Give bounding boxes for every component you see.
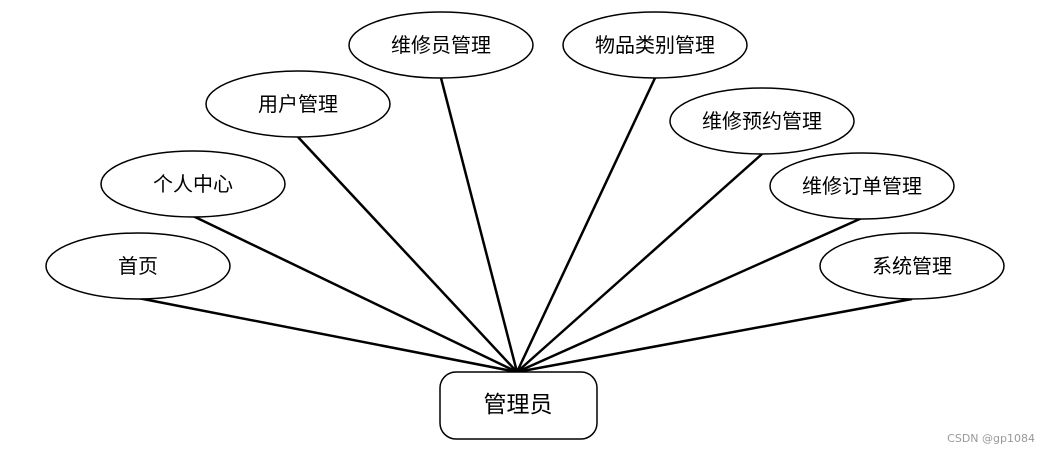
connector-repair-booking-management	[516, 153, 763, 373]
connector-system-management	[516, 297, 913, 374]
node-home: 首页	[45, 232, 231, 300]
node-home-label: 首页	[118, 254, 158, 278]
connectors	[137, 77, 913, 374]
connector-repairer-management	[439, 77, 519, 373]
node-item-category-management-shape	[562, 11, 748, 79]
node-repair-order-management-shape	[769, 152, 955, 220]
node-repairer-management: 维修员管理	[348, 11, 534, 79]
node-system-management: 系统管理	[819, 232, 1005, 300]
root-node-label: 管理员	[484, 392, 553, 418]
node-repair-booking-management-label: 维修预约管理	[702, 109, 822, 133]
node-user-management: 用户管理	[205, 70, 391, 138]
node-system-management-shape	[819, 232, 1005, 300]
node-item-category-management: 物品类别管理	[562, 11, 748, 79]
node-user-management-label: 用户管理	[258, 92, 338, 116]
node-system-management-label: 系统管理	[872, 254, 952, 278]
connector-personal-center	[192, 214, 518, 374]
node-personal-center-label: 个人中心	[153, 172, 233, 196]
node-repair-order-management: 维修订单管理	[769, 152, 955, 220]
node-repair-booking-management: 维修预约管理	[669, 87, 855, 155]
connector-item-category-management	[515, 77, 657, 373]
node-user-management-shape	[205, 70, 391, 138]
root-node-shape	[439, 371, 598, 440]
node-item-category-management-label: 物品类别管理	[595, 33, 715, 57]
node-personal-center-shape	[100, 150, 286, 218]
watermark: CSDN @gp1084	[947, 432, 1035, 445]
node-repair-booking-management-shape	[669, 87, 855, 155]
connector-user-management	[297, 136, 518, 373]
connector-repair-order-management	[516, 216, 863, 374]
node-home-shape	[45, 232, 231, 300]
connector-home	[137, 296, 518, 374]
root-node: 管理员	[439, 371, 598, 440]
node-repairer-management-shape	[348, 11, 534, 79]
node-repairer-management-label: 维修员管理	[391, 33, 491, 57]
node-repair-order-management-label: 维修订单管理	[802, 174, 922, 198]
node-personal-center: 个人中心	[100, 150, 286, 218]
